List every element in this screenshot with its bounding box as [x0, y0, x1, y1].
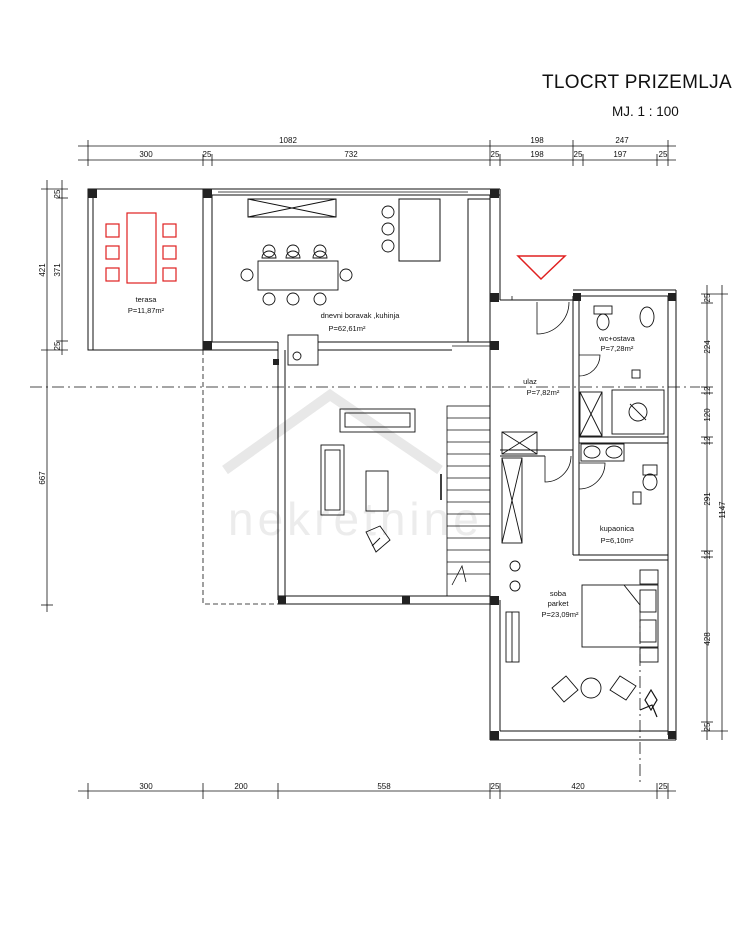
room-name-wc: wc+ostava [598, 334, 635, 343]
room-name-soba: soba [550, 589, 567, 598]
dim-label: 428 [703, 632, 712, 646]
overhang-outline [202, 350, 278, 605]
dim-label: 421 [38, 263, 47, 277]
dim-label: 197 [613, 150, 627, 159]
wc-fixtures [579, 305, 665, 437]
bottom-dimension-labels: 300 200 558 25 420 25 [139, 782, 668, 791]
dim-label: 198 [530, 136, 544, 145]
dim-label: 25 [703, 293, 712, 302]
dim-label: 25 [574, 150, 583, 159]
columns [88, 189, 676, 740]
bottom-dimension-lines [78, 783, 676, 799]
dim-label: 200 [234, 782, 248, 791]
room-area-soba: P=23,09m² [542, 610, 579, 619]
doors [500, 296, 606, 490]
room-floor-soba: parket [548, 599, 570, 608]
fireplace [287, 334, 319, 366]
terrace-table [105, 212, 177, 284]
entrance-marker-icon [516, 255, 567, 281]
dim-label: 300 [139, 150, 153, 159]
room-name-living: dnevni boravak ,kuhinja [321, 311, 401, 320]
dim-label: 667 [38, 471, 47, 485]
dim-label: 420 [571, 782, 585, 791]
dim-label: 224 [703, 340, 712, 354]
entry-wardrobe [501, 431, 538, 592]
room-area-living: P=62,61m² [329, 324, 366, 333]
dim-label: 247 [615, 136, 629, 145]
dim-label: 371 [53, 263, 62, 277]
drawing-scale: MJ. 1 : 100 [612, 104, 679, 119]
dim-label: 25 [659, 150, 668, 159]
dim-label: 291 [703, 492, 712, 506]
right-dimension-labels: 25 224 12 120 12 291 12 428 25 1147 [703, 293, 727, 731]
dim-label: 25 [659, 782, 668, 791]
watermark: nekretnine [222, 388, 483, 545]
dim-label: 1082 [279, 136, 297, 145]
room-area-kupaonica: P=6,10m² [601, 536, 634, 545]
sofa-set [320, 408, 416, 553]
dim-label: 1147 [718, 501, 727, 519]
room-labels: terasa P=11,87m² dnevni boravak ,kuhinja… [128, 295, 636, 619]
dim-label: 198 [530, 150, 544, 159]
dim-label: 558 [377, 782, 391, 791]
dim-label: 25 [53, 341, 62, 350]
dim-label: 120 [703, 408, 712, 422]
left-dimension-labels: 25 371 25 421 667 [38, 189, 62, 485]
room-name-terasa: terasa [136, 295, 158, 304]
watermark-text: nekretnine [228, 493, 483, 545]
dim-label: 25 [703, 722, 712, 731]
top-dimension-labels: 1082 198 247 300 25 732 25 198 25 197 25 [139, 136, 668, 159]
dim-label: 25 [491, 782, 500, 791]
section-line [30, 386, 700, 782]
right-dimension-lines [701, 285, 728, 740]
dining-table [240, 205, 395, 306]
room-area-ulaz: P=7,82m² [527, 388, 560, 397]
dim-label: 12 [703, 436, 712, 445]
dim-label: 12 [703, 386, 712, 395]
drawing-title: TLOCRT PRIZEMLJA [542, 72, 732, 93]
dim-label: 25 [491, 150, 500, 159]
room-name-kupaonica: kupaonica [600, 524, 635, 533]
dim-label: 732 [344, 150, 358, 159]
bedroom-furniture [505, 569, 659, 718]
room-area-wc: P=7,28m² [601, 344, 634, 353]
dim-label: 25 [203, 150, 212, 159]
bathroom-fixtures [580, 443, 658, 505]
staircase [440, 405, 491, 597]
room-name-ulaz: ulaz [523, 377, 537, 386]
room-area-terasa: P=11,87m² [128, 306, 165, 315]
top-dimension-lines [78, 140, 676, 166]
left-dimension-lines [41, 180, 68, 612]
dim-label: 25 [53, 189, 62, 198]
dim-label: 300 [139, 782, 153, 791]
dim-label: 12 [703, 550, 712, 559]
windows [218, 188, 677, 720]
